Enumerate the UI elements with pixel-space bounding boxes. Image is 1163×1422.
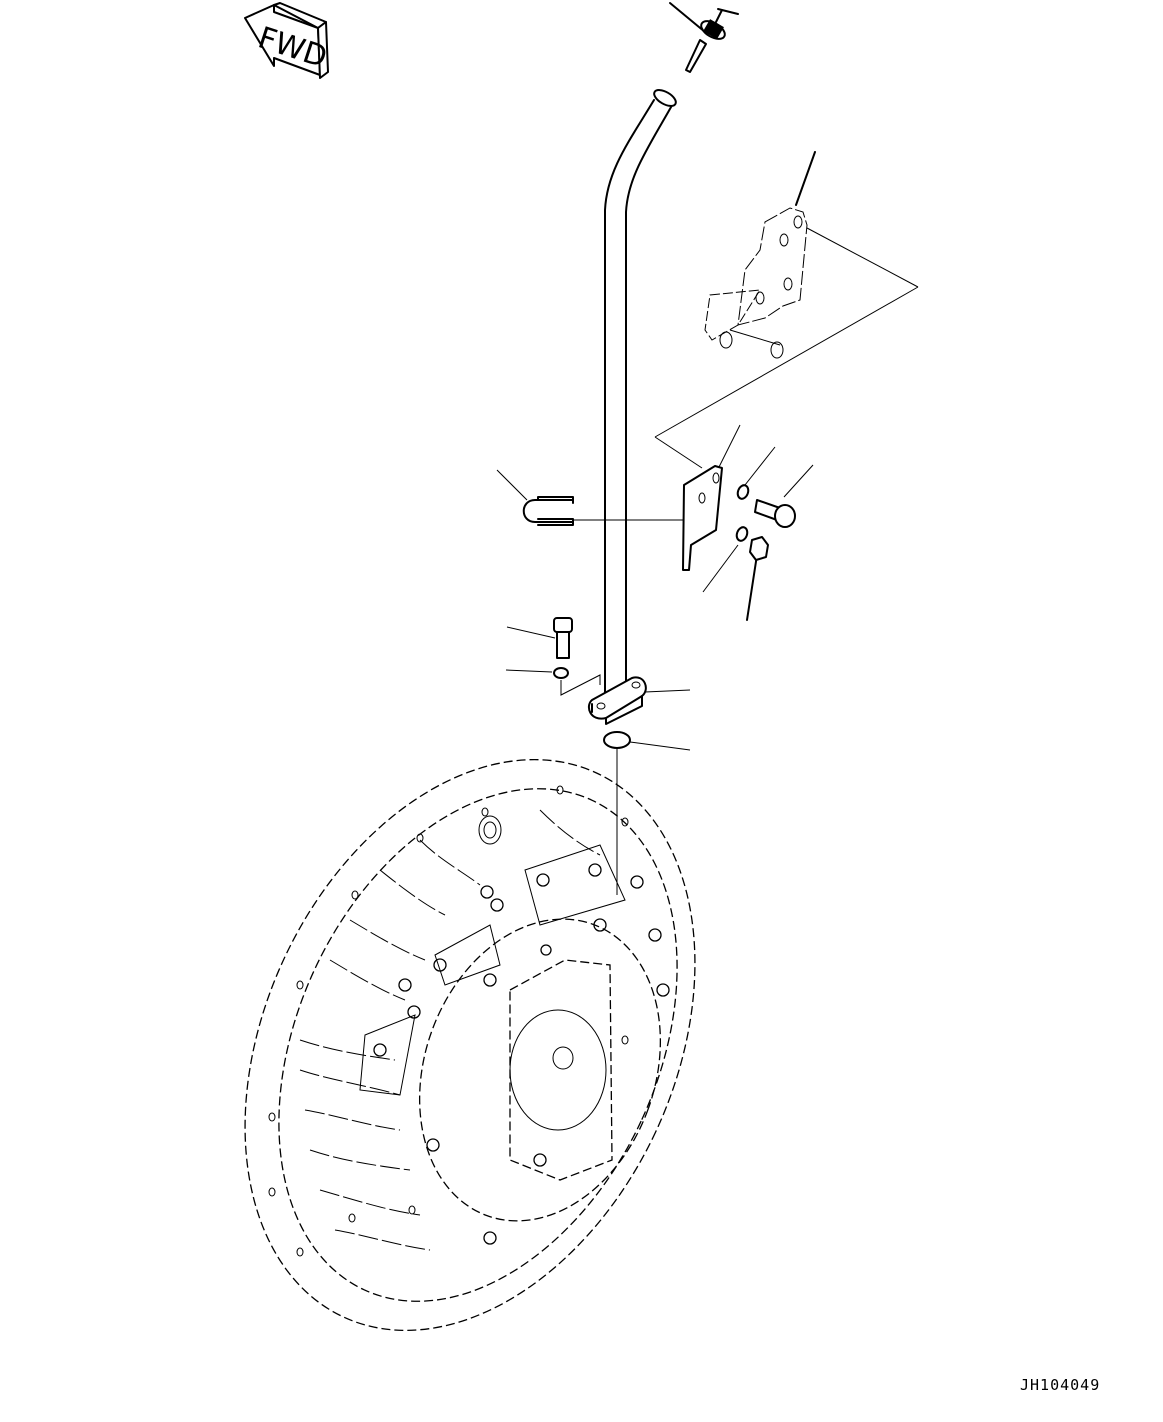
o-ring-icon [603, 731, 691, 895]
flange-bolt-icon [506, 617, 573, 659]
fwd-arrow-icon: FWD [244, 2, 331, 79]
mounting-bracket-icon [654, 151, 919, 469]
washer-upper-icon [736, 446, 776, 500]
washer-lower-icon [702, 526, 749, 593]
flange-washer-icon [505, 667, 601, 696]
oil-filler-tube-icon [604, 89, 677, 701]
breather-cap-icon [669, 2, 739, 73]
bolt-right-icon [754, 464, 814, 528]
u-clamp-icon [496, 469, 684, 526]
nut-icon [746, 536, 769, 621]
torque-converter-housing-icon [244, 758, 696, 1332]
figure-id: JH104049 [1020, 1376, 1101, 1394]
clip-plate-icon [682, 424, 741, 571]
tube-flange-icon [587, 676, 691, 725]
